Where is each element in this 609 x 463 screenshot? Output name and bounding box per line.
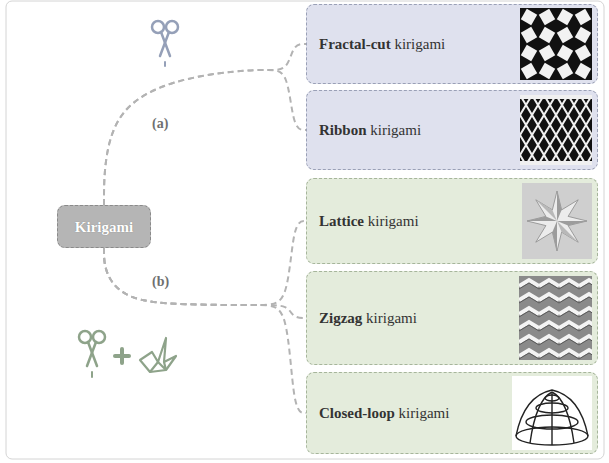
category-box: Fractal-cut kirigami (306, 4, 598, 84)
box-label: Kirigami (75, 218, 133, 236)
outer-frame (6, 1, 604, 459)
label-keyword: Fractal-cut (319, 36, 391, 52)
branch-connector (104, 70, 306, 205)
lattice-star-photo (522, 183, 592, 259)
label-keyword: Lattice (319, 213, 364, 229)
fractal-cut-photo (520, 8, 592, 80)
label-rest: kirigami (395, 405, 450, 421)
label-rest: kirigami (364, 213, 419, 229)
box-label: Fractal-cut kirigami (307, 35, 445, 53)
category-box: Ribbon kirigami (306, 90, 598, 170)
scissors-icon (152, 21, 178, 66)
label-rest: kirigami (367, 122, 422, 138)
paper-crane-icon (140, 338, 176, 372)
closed-loop-photo (512, 376, 592, 450)
ribbon-photo (520, 95, 592, 165)
box-label: Closed-loop kirigami (307, 404, 449, 422)
root-box: Kirigami (57, 205, 151, 248)
category-box: Zigzag kirigami (306, 271, 598, 365)
category-box: Lattice kirigami (306, 178, 598, 264)
branch-label: (a) (150, 116, 170, 132)
zigzag-photo (519, 276, 592, 360)
plus-sign (115, 349, 129, 363)
branch-connector (104, 44, 306, 205)
category-box: Closed-loop kirigami (306, 372, 598, 454)
box-label: Lattice kirigami (307, 212, 419, 230)
box-label: Zigzag kirigami (307, 309, 417, 327)
label-keyword: Ribbon (319, 122, 367, 138)
box-label: Ribbon kirigami (307, 121, 421, 139)
label-keyword: Closed-loop (319, 405, 395, 421)
label-keyword: Zigzag (319, 310, 362, 326)
label-rest: kirigami (391, 36, 446, 52)
label-rest: kirigami (362, 310, 417, 326)
branch-label: (b) (150, 274, 171, 290)
branch-connector (104, 248, 306, 413)
scissors-icon (79, 331, 105, 377)
